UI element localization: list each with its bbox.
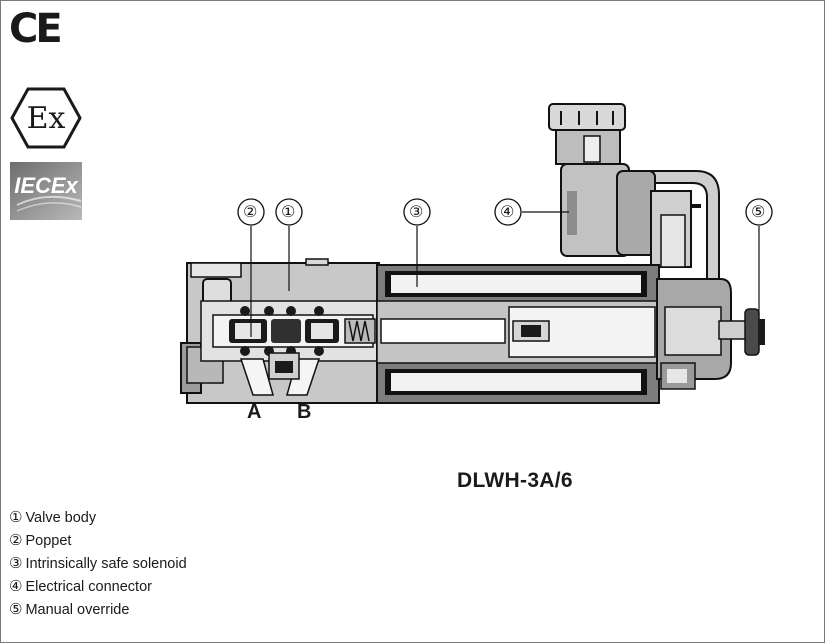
legend-number: ⑤ xyxy=(9,600,23,618)
port-channels xyxy=(239,352,321,396)
atex-ex-logo: Ex xyxy=(10,87,82,149)
legend-label: Manual override xyxy=(25,602,130,618)
legend-label: Intrinsically safe solenoid xyxy=(25,556,187,572)
iecex-logo: IECEx xyxy=(10,162,82,220)
callout-4: ④ xyxy=(500,202,515,221)
port-a-label: A xyxy=(247,401,262,423)
manual-override xyxy=(718,308,765,356)
callout-1: ① xyxy=(281,202,296,221)
callout-2: ② xyxy=(243,202,258,221)
callout-3: ③ xyxy=(409,202,424,221)
ce-mark-logo: CE xyxy=(9,6,63,52)
electrical-connector xyxy=(548,103,692,268)
legend-number: ① xyxy=(9,508,23,526)
legend-label: Electrical connector xyxy=(25,579,152,595)
callout-circles xyxy=(237,198,773,226)
solenoid-end-cap xyxy=(656,278,732,390)
port-b-label: B xyxy=(297,401,312,423)
solenoid xyxy=(376,264,660,404)
legend-label: Valve body xyxy=(25,510,97,526)
legend-number: ② xyxy=(9,531,23,549)
poppet-spool xyxy=(212,306,376,356)
iecex-text: IECEx xyxy=(14,173,78,198)
callout-5: ⑤ xyxy=(751,202,766,221)
legend-label: Poppet xyxy=(25,533,72,549)
legend-number: ③ xyxy=(9,554,23,572)
atex-ex-text: Ex xyxy=(27,101,66,136)
callout-leaders xyxy=(250,211,760,337)
legend-number: ④ xyxy=(9,577,23,595)
model-name: DLWH-3A/6 xyxy=(457,469,573,492)
